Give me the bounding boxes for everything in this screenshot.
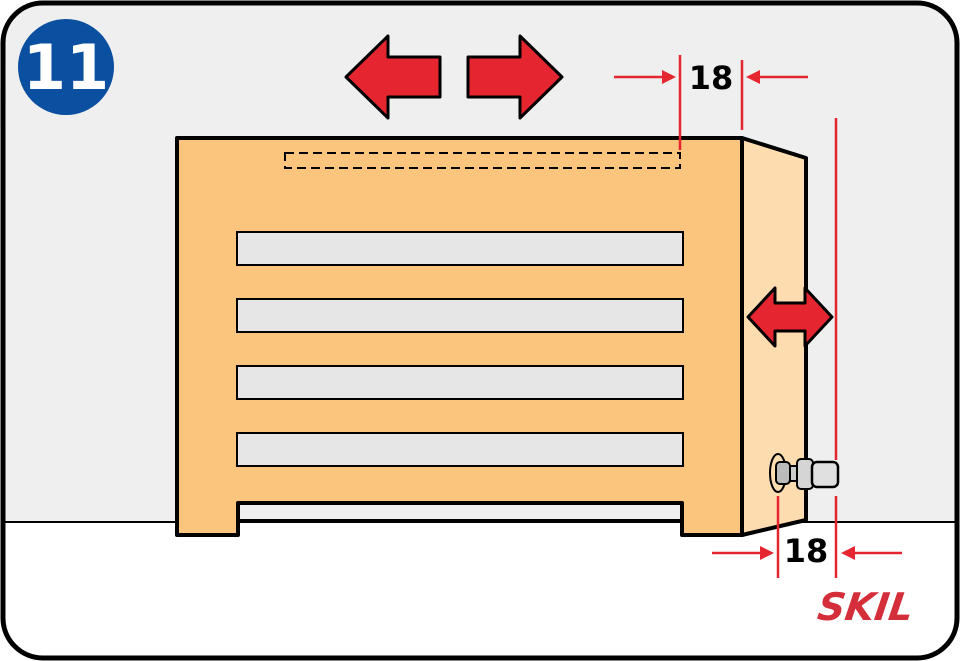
double-arrow-icon (746, 286, 834, 348)
radiator-valve-icon (769, 453, 840, 493)
step-badge: 11 (18, 19, 114, 115)
slat-opening (236, 432, 684, 467)
slat-opening (236, 365, 684, 400)
slat-opening (236, 231, 684, 266)
step-number: 11 (23, 31, 109, 104)
hidden-batten-outline (284, 152, 681, 169)
side-dimension-label: 18 (784, 532, 829, 570)
side-dimension (712, 118, 902, 578)
arrow-right-icon (466, 34, 564, 120)
slat-opening (236, 298, 684, 333)
brand-logo: SKIL (815, 586, 916, 630)
floor (3, 522, 957, 658)
top-dimension (614, 55, 808, 150)
cabinet-front-panel (175, 136, 744, 537)
arrow-left-icon (344, 34, 442, 120)
top-dimension-label: 18 (689, 59, 734, 97)
